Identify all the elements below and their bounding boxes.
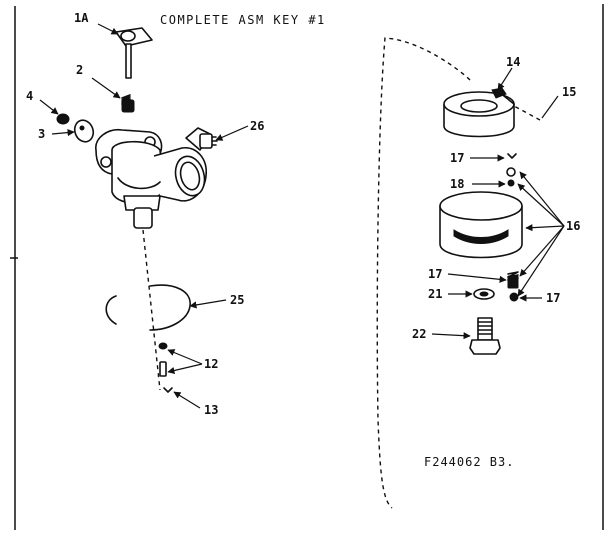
label-3: 3: [38, 127, 45, 141]
carburetor-body: [95, 128, 207, 229]
label-17-mid: 17: [428, 267, 442, 281]
label-21: 21: [428, 287, 442, 301]
part-17-18-small-parts: [506, 153, 517, 187]
label-17-right: 17: [546, 291, 560, 305]
label-25: 25: [230, 293, 244, 307]
part-1a-float-needle: [115, 27, 153, 79]
assembly-outline: [376, 37, 471, 509]
label-18: 18: [450, 177, 464, 191]
part-12-needle-jet: [158, 342, 168, 377]
label-12: 12: [204, 357, 218, 371]
label-2: 2: [76, 63, 83, 77]
label-14: 14: [506, 55, 520, 69]
part-22-bowl-bolt: [469, 317, 501, 355]
part-14-float: [443, 87, 515, 138]
part-13-clip: [163, 387, 173, 393]
diagram-title: COMPLETE ASM KEY #1: [160, 13, 326, 27]
part-3-washer: [73, 119, 95, 143]
part-spring-seat: [507, 271, 519, 302]
label-16: 16: [566, 219, 580, 233]
label-26: 26: [250, 119, 264, 133]
part-2-spring: [121, 94, 135, 113]
label-13: 13: [204, 403, 218, 417]
label-15: 15: [562, 85, 576, 99]
part-21-washer: [473, 288, 495, 300]
part-4-screw: [56, 113, 70, 125]
label-22: 22: [412, 327, 426, 341]
part-26-fuel-fitting: [185, 127, 218, 151]
label-17-top: 17: [450, 151, 464, 165]
figure-code: F244062 B3.: [424, 455, 514, 469]
label-4: 4: [26, 89, 33, 103]
part-25-gasket-ring: [105, 284, 191, 331]
label-1a: 1A: [74, 11, 89, 25]
float-bowl: [439, 191, 523, 259]
